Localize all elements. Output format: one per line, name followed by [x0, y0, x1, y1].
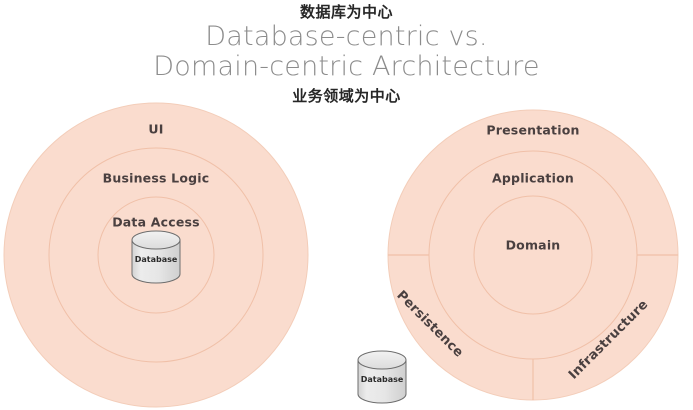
right-ring-domain [473, 195, 593, 315]
outer-database-cylinder [357, 350, 407, 404]
ring-label-domain: Domain [505, 237, 561, 253]
ring-label-ui: UI [148, 121, 164, 137]
left-database-cylinder [131, 230, 181, 284]
right-circle-group [387, 109, 679, 401]
ring-label-presentation: Presentation [486, 122, 580, 138]
annotation-database-centric: 数据库为中心 [299, 3, 393, 21]
ring-label-business-logic: Business Logic [102, 170, 210, 186]
page-title-line-1: Database-centric vs. [205, 21, 488, 52]
ring-label-application: Application [492, 170, 574, 186]
annotation-domain-centric: 业务领域为中心 [292, 87, 401, 105]
page-title-line-2: Domain-centric Architecture [153, 51, 540, 82]
ring-label-data-access: Data Access [112, 214, 200, 230]
